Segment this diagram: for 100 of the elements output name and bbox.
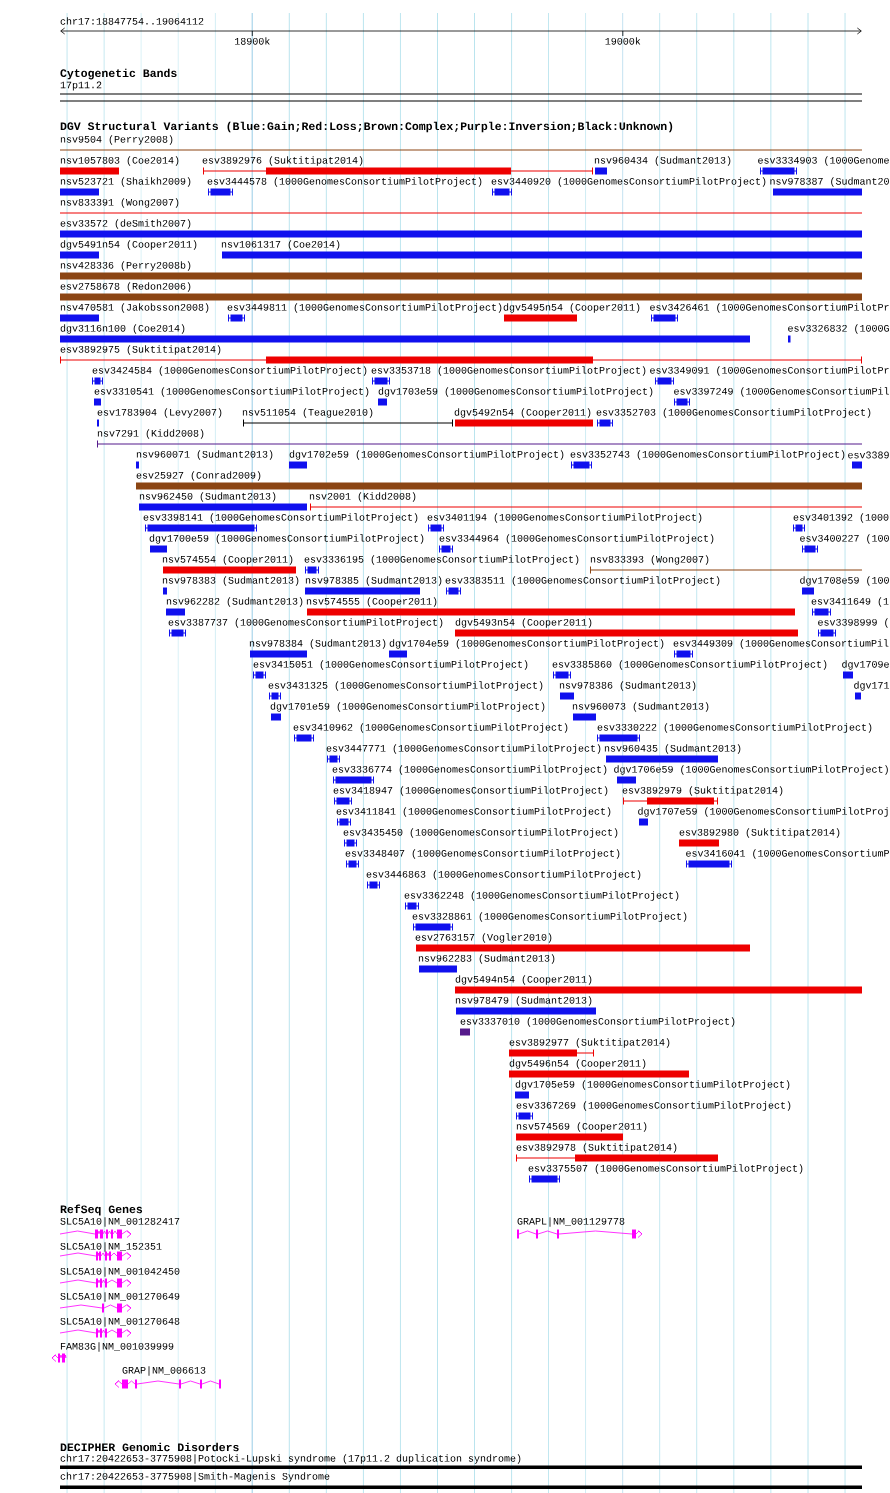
variant-label: nsv574569 (Cooper2011) — [516, 1122, 647, 1132]
variant-label: dgv1702e59 (1000GenomesConsortiumPilotProject) — [289, 450, 564, 460]
variant-label: nsv470581 (Jakobsson2008) — [60, 303, 209, 313]
variant-label: esv3892977 (Suktitipat2014) — [509, 1038, 670, 1048]
variant-label: dgv1700e59 (1000GenomesConsortiumPilotProject) — [149, 534, 424, 544]
gene-label: GRAPL|NM_001129778 — [517, 1217, 625, 1227]
gene-label: SLC5A10|NM_001282417 — [60, 1217, 180, 1227]
variant-label: nsv960071 (Sudmant2013) — [136, 450, 273, 460]
scale-label: 18900k — [235, 37, 270, 45]
variant-label: esv3344964 (1000GenomesConsortiumPilotProject) — [439, 534, 714, 544]
variant-label: esv3348407 (1000GenomesConsortiumPilotProject) — [345, 849, 620, 859]
variant-label: esv3397249 (1000GenomesConsortiumPil — [674, 387, 889, 397]
variant-label: esv3398999 ( — [818, 618, 888, 628]
variant-label: esv3415051 (1000GenomesConsortiumPilotProject) — [253, 660, 528, 670]
variant-label: dgv1703e59 (1000GenomesConsortiumPilotProject) — [378, 387, 653, 397]
track-title: Cytogenetic Bands — [60, 68, 177, 80]
variant-label: esv3337010 (1000GenomesConsortiumPilotProject) — [460, 1017, 735, 1027]
variant-label: esv3398141 (1000GenomesConsortiumPilotProject) — [143, 513, 418, 523]
variant-label: nsv428336 (Perry2008b) — [60, 261, 191, 271]
variant-label: esv3387737 (1000GenomesConsortiumPilotProject) — [168, 618, 443, 628]
variant-label: esv3401194 (1000GenomesConsortiumPilotProject) — [427, 513, 702, 523]
gene-label: SLC5A10|NM_001042450 — [60, 1267, 180, 1277]
variant-label: dgv1707e59 (1000GenomesConsortiumPilotProj — [638, 807, 888, 817]
variant-label: esv33572 (deSmith2007) — [60, 219, 191, 229]
gene-label: SLC5A10|NM_001270648 — [60, 1317, 180, 1327]
variant-label: nsv2001 (Kidd2008) — [309, 492, 416, 502]
variant-label: esv3424584 (1000GenomesConsortiumPilotProject) — [92, 366, 367, 376]
variant-label: esv2758678 (Redon2006) — [60, 282, 191, 292]
variant-label: esv3400227 (100 — [800, 534, 889, 544]
variant-label: esv3353718 (1000GenomesConsortiumPilotProject) — [371, 366, 646, 376]
track-title: DECIPHER Genomic Disorders — [60, 1442, 239, 1452]
variant-label: esv3375507 (1000GenomesConsortiumPilotProject) — [528, 1164, 803, 1174]
variant-label: nsv523721 (Shaikh2009) — [60, 177, 191, 187]
variant-label: esv3440920 (1000GenomesConsortiumPilotProject) — [491, 177, 766, 187]
variant-label: esv3336774 (1000GenomesConsortiumPilotProject) — [332, 765, 607, 775]
variant-label: dgv5494n54 (Cooper2011) — [455, 975, 592, 985]
variant-label: dgv1701e59 (1000GenomesConsortiumPilotProject) — [270, 702, 545, 712]
variant-label: esv25927 (Conrad2009) — [136, 471, 261, 481]
variant-label: nsv962450 (Sudmant2013) — [139, 492, 276, 502]
variant-label: dgv1708e59 (100 — [800, 576, 889, 586]
variant-label: nsv978387 (Sudmant20 — [770, 177, 889, 187]
variant-label: nsv978386 (Sudmant2013) — [559, 681, 696, 691]
variant-label: nsv978479 (Sudmant2013) — [455, 996, 592, 1006]
gene-label: SLC5A10|NM_152351 — [60, 1242, 162, 1252]
variant-label: nsv960435 (Sudmant2013) — [604, 744, 741, 754]
variant-label: nsv962282 (Sudmant2013) — [166, 597, 303, 607]
scale-label: 19000k — [605, 37, 641, 45]
variant-label: esv3446863 (1000GenomesConsortiumPilotProject) — [366, 870, 641, 880]
variant-label: dgv5496n54 (Cooper2011) — [509, 1059, 646, 1069]
variant-label: esv3411841 (1000GenomesConsortiumPilotProject) — [336, 807, 611, 817]
variant-label: esv3352743 (1000GenomesConsortiumPilotProject) — [570, 450, 845, 460]
disorder-label: chr17:20422653-3775908|Smith-Magenis Syndrome — [60, 1472, 330, 1482]
variant-label: dgv1706e59 (1000GenomesConsortiumPilotProject) — [614, 765, 888, 775]
variant-label: nsv7291 (Kidd2008) — [97, 429, 204, 439]
variant-label: esv3389 — [848, 451, 889, 459]
variant-label: nsv978384 (Sudmant2013) — [249, 639, 386, 649]
variant-label: esv3326832 (1000G — [788, 324, 889, 334]
variant-label: nsv1061317 (Coe2014) — [221, 240, 340, 250]
variant-label: esv3431325 (1000GenomesConsortiumPilotProject) — [268, 681, 543, 691]
variant-label: nsv511054 (Teague2010) — [242, 408, 373, 418]
variant-label: esv3447771 (1000GenomesConsortiumPilotProject) — [326, 744, 601, 754]
variant-label: esv3416041 (1000GenomesConsortiumP — [686, 849, 889, 859]
variant-label: esv3310541 (1000GenomesConsortiumPilotProject) — [94, 387, 369, 397]
variant-label: nsv9504 (Perry2008) — [60, 135, 173, 145]
variant-label: dgv1705e59 (1000GenomesConsortiumPilotProject) — [515, 1080, 790, 1090]
variant-label: esv3334903 (1000Genome — [758, 156, 889, 166]
variant-label: esv2763157 (Vogler2010) — [415, 933, 552, 943]
variant-label: esv3418947 (1000GenomesConsortiumPilotProject) — [333, 786, 608, 796]
variant-label: esv3892978 (Suktitipat2014) — [516, 1143, 677, 1153]
variant-label: nsv833393 (Wong2007) — [590, 555, 709, 565]
track-title: RefSeq Genes — [60, 1204, 143, 1216]
variant-label: nsv978383 (Sudmant2013) — [162, 576, 299, 586]
variant-label: esv3328861 (1000GenomesConsortiumPilotProject) — [412, 912, 687, 922]
variant-label: dgv171 — [854, 681, 889, 691]
variant-label: esv3449309 (1000GenomesConsortiumPil — [673, 639, 889, 649]
variant-label: dgv1704e59 (1000GenomesConsortiumPilotProject) — [389, 639, 664, 649]
position-label: chr17:18847754..19064112 — [60, 17, 204, 25]
variant-label: esv3330222 (1000GenomesConsortiumPilotProject) — [597, 723, 872, 733]
variant-label: nsv574555 (Cooper2011) — [306, 597, 437, 607]
variant-label: dgv1709e — [842, 660, 889, 670]
variant-label: esv3449811 (1000GenomesConsortiumPilotProject) — [227, 303, 502, 313]
variant-label: esv3362248 (1000GenomesConsortiumPilotProject) — [404, 891, 679, 901]
variant-label: nsv960073 (Sudmant2013) — [572, 702, 709, 712]
variant-label: dgv3116n100 (Coe2014) — [60, 324, 185, 334]
variant-label: dgv5492n54 (Cooper2011) — [454, 408, 591, 418]
variant-label: nsv1057803 (Coe2014) — [60, 156, 179, 166]
gene-label: FAM83G|NM_001039999 — [60, 1342, 174, 1352]
variant-label: esv3401392 (1000 — [793, 513, 889, 523]
variant-label: esv3411649 (1 — [811, 597, 889, 607]
variant-label: esv3367269 (1000GenomesConsortiumPilotProject) — [516, 1101, 791, 1111]
variant-label: dgv5491n54 (Cooper2011) — [60, 240, 197, 250]
variant-label: esv3410962 (1000GenomesConsortiumPilotProject) — [293, 723, 568, 733]
disorder-label: chr17:20422653-3775908|Potocki-Lupski syndrome (17p11.2 duplication syndrome) — [60, 1454, 521, 1464]
variant-label: nsv962283 (Sudmant2013) — [418, 954, 555, 964]
variant-label: esv3892979 (Suktitipat2014) — [622, 786, 783, 796]
variant-label: esv3892976 (Suktitipat2014) — [202, 156, 363, 166]
variant-label: esv3349091 (1000GenomesConsortiumPilotPr — [650, 366, 889, 376]
variant-label: dgv5493n54 (Cooper2011) — [455, 618, 592, 628]
variant-label: esv3352703 (1000GenomesConsortiumPilotProject) — [596, 408, 871, 418]
variant-label: esv3892975 (Suktitipat2014) — [60, 345, 221, 355]
